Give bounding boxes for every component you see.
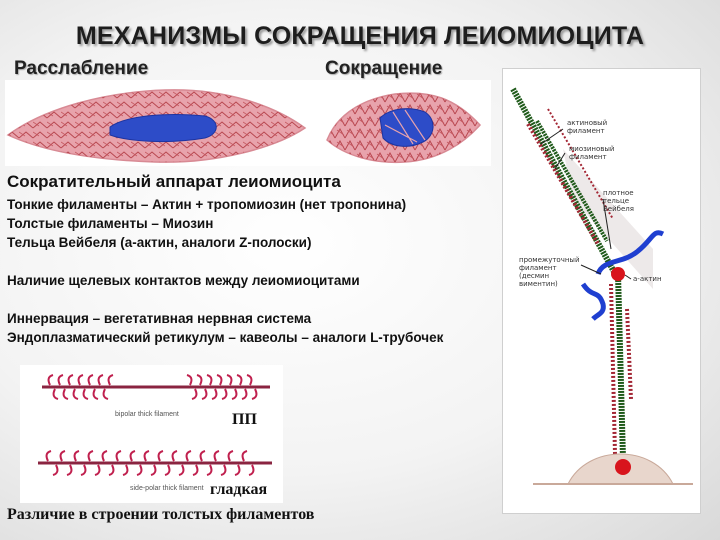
thick-filament-figure: bipolar thick filament ПП side-polar thi… (20, 365, 283, 503)
thin-filaments-line: Тонкие филаменты – Актин + тропомиозин (… (7, 195, 491, 214)
label-striated: ПП (232, 411, 257, 429)
annotation-dense-body: плотное тельце Вейбеля (603, 189, 661, 213)
annotation-alpha-actin: а-актин (633, 275, 673, 283)
gap-junctions-line: Наличие щелевых контактов между леиомиоц… (7, 271, 491, 290)
innervation-line: Иннервация – вегетативная нервная систем… (7, 309, 491, 328)
slide-title: МЕХАНИЗМЫ СОКРАЩЕНИЯ ЛЕИОМИОЦИТА (0, 22, 720, 51)
contracted-cell (327, 93, 480, 162)
relaxed-cell (8, 90, 305, 162)
label-smooth: гладкая (210, 481, 267, 499)
bipolar-thick-filament (42, 375, 270, 399)
dense-body-lower (615, 459, 631, 475)
side-polar-thick-filament (38, 451, 272, 475)
dense-bodies-line: Тельца Вейбеля (а-актин, аналоги Z-полос… (7, 233, 491, 252)
smooth-muscle-cells-figure (5, 80, 491, 166)
sidepolar-filament-label: side-polar thick filament (130, 485, 204, 492)
section-heading: Сократительный аппарат леиомиоцита (7, 172, 341, 192)
annotation-myosin: миозиновый филамент (569, 145, 633, 161)
dense-body-upper (611, 267, 625, 281)
annotation-intermediate-filament: промежуточный филамент (десмин виментин) (519, 256, 585, 288)
label-contraction: Сокращение (325, 58, 442, 80)
label-relaxation: Расслабление (14, 58, 148, 80)
bipolar-filament-label: bipolar thick filament (115, 411, 179, 418)
thick-filaments-line: Толстые филаменты – Миозин (7, 214, 491, 233)
figure-caption: Различие в строении толстых филаментов (7, 506, 314, 524)
contractile-apparatus-figure: актиновый филамент миозиновый филамент п… (502, 68, 701, 514)
annotation-actin: актиновый филамент (567, 119, 627, 135)
er-line: Эндоплазматический ретикулум – кавеолы –… (7, 328, 491, 347)
